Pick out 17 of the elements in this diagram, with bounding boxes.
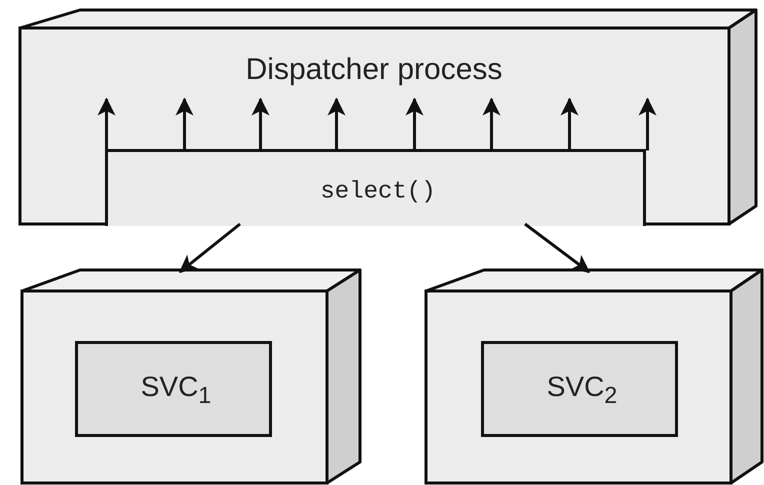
arrow — [406, 98, 424, 150]
arrow — [560, 98, 578, 150]
arrow — [252, 98, 270, 150]
arrow — [524, 222, 590, 274]
node-label: SVC$_{2}$ — [546, 371, 618, 409]
function-box — [105, 149, 646, 226]
node-label: select() — [320, 178, 436, 206]
arrow — [482, 98, 500, 150]
arrow — [178, 222, 241, 274]
service-box — [75, 341, 272, 437]
arrow — [98, 98, 116, 150]
node-label: SVC$_{1}$ — [140, 371, 212, 409]
node-label: Dispatcher process — [246, 53, 502, 87]
arrow — [638, 98, 656, 150]
arrow — [328, 98, 346, 150]
arrow — [176, 98, 194, 150]
service-box — [481, 341, 678, 437]
